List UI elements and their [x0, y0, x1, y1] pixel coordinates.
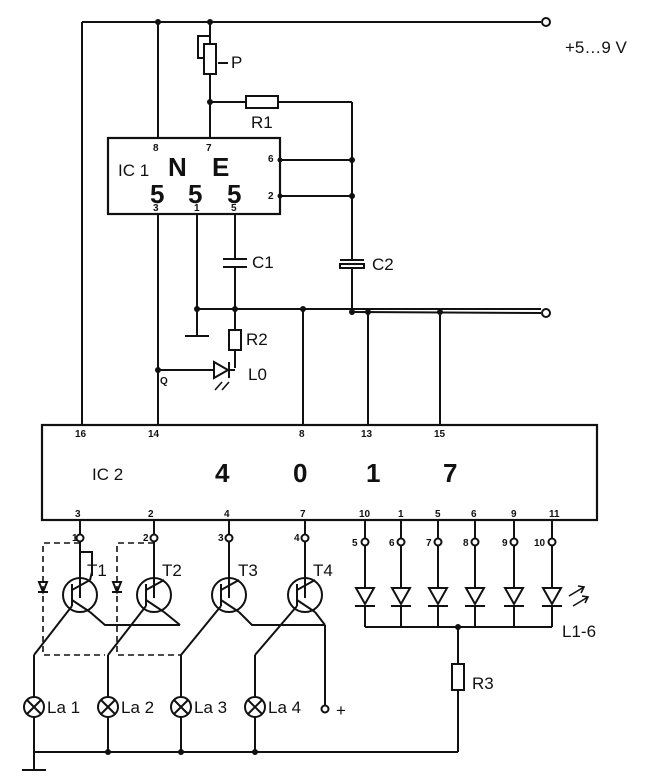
lamp-4-icon [244, 696, 266, 718]
lamp-3-icon [170, 696, 192, 718]
c2-label: C2 [372, 255, 394, 274]
lamp-supply-label: + [336, 701, 346, 720]
ic2-pin-11: 11 [549, 509, 560, 520]
ic2-digit-0: 0 [293, 458, 307, 488]
capacitor-c1 [223, 214, 247, 330]
ground-rail [185, 214, 551, 425]
ic2-counter [40, 423, 599, 522]
ic2-digit-7: 7 [443, 458, 457, 488]
ic2-pin-14: 14 [148, 429, 160, 440]
ic1-timer [106, 22, 352, 216]
supply-voltage-label: +5…9 V [565, 38, 628, 57]
supply-terminal [541, 17, 551, 27]
r2-label: R2 [246, 330, 268, 349]
transistor-stage-4 [254, 520, 330, 714]
led-node-9: 9 [502, 538, 508, 549]
lamp-4-label: La 4 [268, 698, 301, 717]
l0-label: L0 [248, 365, 267, 384]
lamp-1-icon [23, 696, 45, 718]
q-label: Q [160, 376, 168, 387]
lamps [22, 655, 458, 771]
ic1-pin-3: 3 [153, 203, 159, 214]
ic2-digit-4: 4 [215, 458, 230, 488]
ic2-pin-10: 10 [359, 509, 371, 520]
c1-label: C1 [252, 253, 274, 272]
ic2-pin-7: 7 [300, 509, 306, 520]
ic2-pin-8: 8 [299, 429, 305, 440]
resistor-r1 [207, 95, 355, 260]
ic2-pin-15: 15 [434, 429, 446, 440]
led-bank [354, 520, 590, 664]
pot-label: P [231, 53, 242, 72]
ic1-pin-6: 6 [268, 154, 274, 165]
r1-label: R1 [251, 113, 273, 132]
lamp-3-label: La 3 [194, 698, 227, 717]
r3-label: R3 [472, 674, 494, 693]
ic1-name: IC 1 [118, 161, 149, 180]
ic2-pin-4: 4 [224, 509, 230, 520]
ground-terminal [541, 308, 551, 318]
transistor-stage-2 [107, 520, 181, 656]
ic2-pin-9: 9 [511, 509, 517, 520]
node-label-2: 2 [143, 533, 149, 544]
ic1-pin-8: 8 [153, 143, 159, 154]
led-5 [503, 520, 525, 627]
led-node-6: 6 [389, 538, 395, 549]
ic2-pin-5: 5 [435, 509, 441, 520]
lamp-2-icon [97, 696, 119, 718]
ic1-pin-7: 7 [206, 143, 212, 154]
led-node-10: 10 [534, 538, 546, 549]
node-label-3: 3 [218, 533, 224, 544]
light-emission-icon [568, 585, 590, 607]
resistor-r2 [228, 329, 242, 368]
t1-label: T1 [87, 561, 107, 580]
transistor-stage-3 [180, 520, 325, 656]
t4-label: T4 [313, 561, 333, 580]
lamp-1-label: La 1 [47, 698, 80, 717]
ic1-digit-2: 5 [188, 179, 202, 209]
ic1-pin-1: 1 [194, 203, 200, 214]
lamp-supply-terminal [320, 704, 330, 714]
capacitor-c2 [339, 259, 365, 312]
transistor-stage-1 [33, 520, 180, 656]
ic2-pin-13: 13 [361, 429, 373, 440]
lamp-2-label: La 2 [121, 698, 154, 717]
led-node-5: 5 [352, 538, 358, 549]
ic2-pin-16: 16 [75, 429, 87, 440]
led-4 [464, 520, 486, 627]
ic1-char-n: N [168, 152, 187, 182]
led-node-7: 7 [426, 538, 432, 549]
ic2-pin-3: 3 [75, 509, 81, 520]
t2-label: T2 [162, 561, 182, 580]
leds-label: L1-6 [562, 622, 596, 641]
node-label-1: 1 [72, 533, 78, 544]
supply-rail [81, 17, 551, 425]
led-1 [354, 520, 376, 627]
ic1-char-e: E [212, 152, 229, 182]
potentiometer-p [197, 22, 228, 102]
led-node-8: 8 [463, 538, 469, 549]
ic1-digit-1: 5 [150, 179, 164, 209]
led-2 [390, 520, 412, 627]
led-3 [427, 520, 449, 627]
ic2-pin-6: 6 [471, 509, 477, 520]
ic2-pin-1: 1 [398, 509, 404, 520]
node-label-4: 4 [294, 533, 300, 544]
ic2-pin-2: 2 [148, 509, 154, 520]
resistor-r3 [451, 663, 465, 752]
ic1-pin-2: 2 [268, 191, 274, 202]
ic2-name: IC 2 [92, 465, 123, 484]
led-l0 [155, 214, 235, 425]
led-6 [541, 520, 563, 627]
ic2-digit-1: 1 [366, 458, 380, 488]
ic1-pin-5: 5 [231, 203, 237, 214]
ic1-digit-3: 5 [227, 179, 241, 209]
t3-label: T3 [238, 561, 258, 580]
